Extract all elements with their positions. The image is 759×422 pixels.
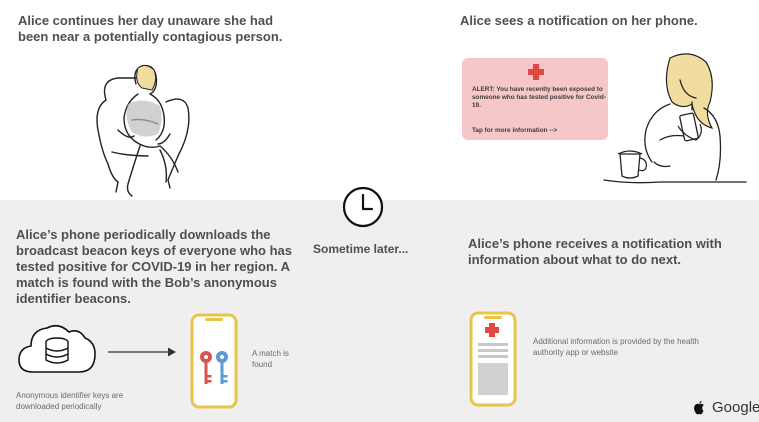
apple-logo-icon <box>694 400 704 415</box>
bottom-right-heading: Alice’s phone receives a notification wi… <box>468 236 722 267</box>
alert-notification-card[interactable]: ALERT: You have recently been exposed to… <box>462 58 608 140</box>
armchair-illustration <box>96 64 190 197</box>
red-cross-icon <box>528 64 544 80</box>
clock-icon <box>342 186 384 228</box>
alert-tap-link[interactable]: Tap for more information --> <box>472 127 558 134</box>
key-icon <box>200 351 212 384</box>
bottom-left-heading: Alice’s phone periodically downloads the… <box>16 227 292 306</box>
top-right-heading: Alice sees a notification on her phone. <box>460 13 698 28</box>
phone-with-keys-icon <box>190 313 238 409</box>
phone-info-icon <box>469 311 517 407</box>
arrow-icon <box>108 347 176 357</box>
match-caption: A match is found <box>252 349 289 369</box>
alert-message: ALERT: You have recently been exposed to… <box>472 86 606 109</box>
health-authority-caption: Additional information is provided by th… <box>533 337 699 357</box>
cloud-database-icon <box>18 324 96 373</box>
cloud-caption: Anonymous identifier keys are downloaded… <box>16 391 124 411</box>
google-brand: Google <box>712 399 759 416</box>
woman-with-phone-illustration <box>603 53 747 184</box>
sometime-later-label: Sometime later... <box>313 242 409 256</box>
top-left-heading: Alice continues her day unaware she had … <box>18 13 283 44</box>
bottom-band <box>0 200 759 422</box>
